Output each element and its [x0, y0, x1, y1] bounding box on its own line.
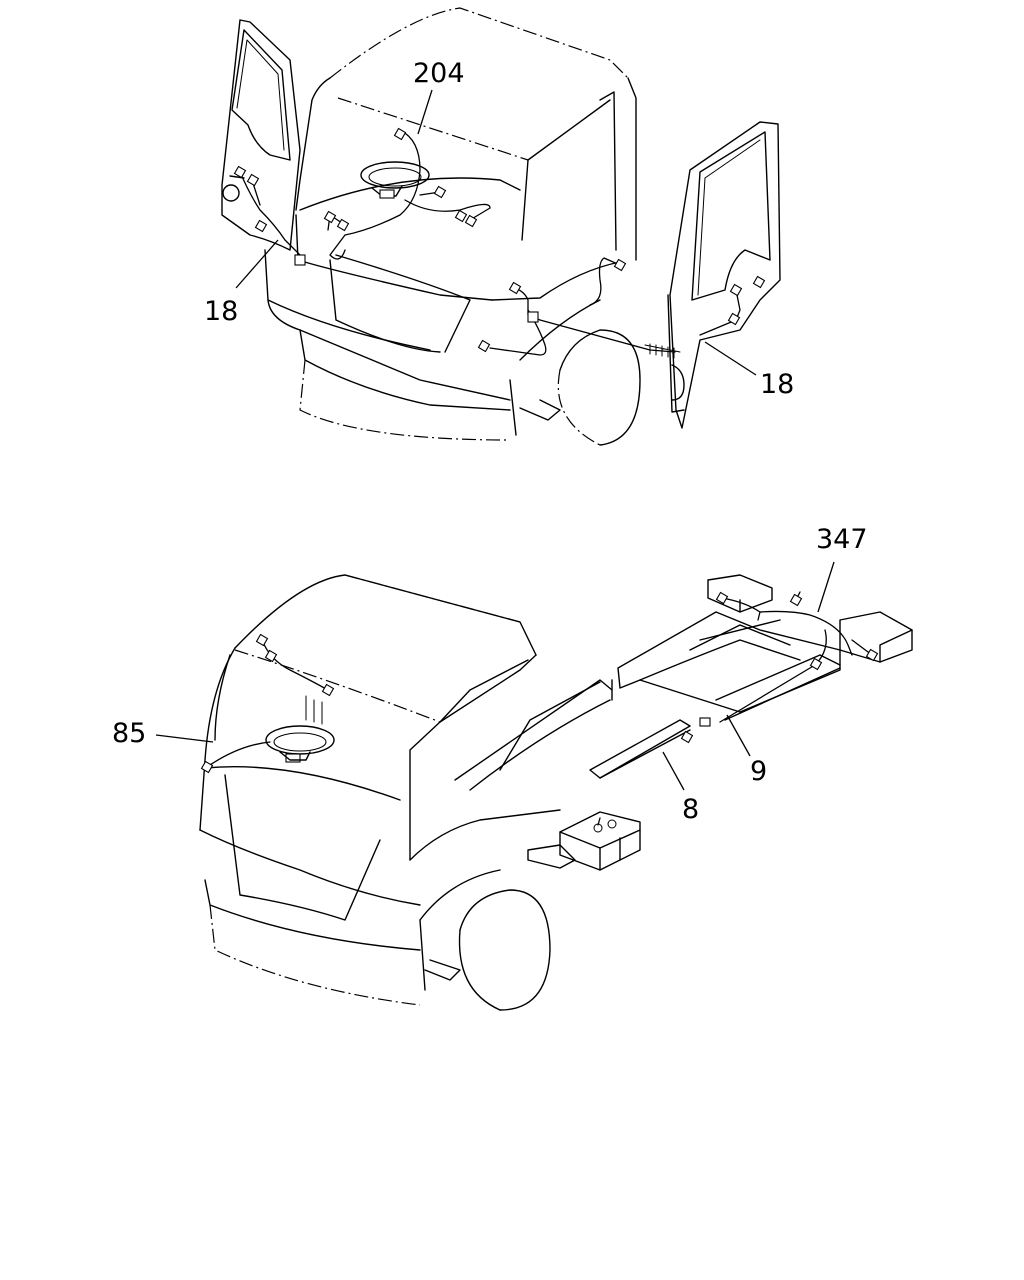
lower-rail-8	[589, 719, 691, 779]
callout-204: 204	[413, 58, 465, 135]
lower-harness-85	[200, 633, 335, 774]
callout-85: 85	[112, 718, 214, 749]
upper-right-door	[667, 121, 781, 429]
callout-9: 9	[726, 714, 767, 787]
callout-8: 8	[662, 751, 699, 825]
upper-harness-18-right	[477, 257, 766, 359]
lower-chassis-view: 347 85 9 8	[112, 524, 913, 1011]
lower-cab-body	[199, 574, 613, 1011]
lower-chassis-frame	[611, 574, 913, 721]
callout-18-right: 18	[704, 341, 794, 400]
callout-18-left: 18	[204, 239, 279, 327]
callout-label-18-right: 18	[760, 369, 794, 400]
lower-steering-wheel-icon	[265, 725, 335, 763]
callout-label-18-left: 18	[204, 296, 238, 327]
callout-label-204: 204	[413, 58, 465, 89]
upper-cab-view: 204 18 18	[204, 7, 794, 446]
lower-harness-8	[597, 730, 694, 826]
upper-harness-204	[323, 127, 491, 260]
upper-left-door	[221, 19, 301, 251]
lower-battery-box	[527, 811, 641, 871]
lower-harness-347	[715, 591, 879, 662]
callout-label-347: 347	[816, 524, 868, 555]
upper-steering-wheel-icon	[360, 161, 430, 199]
upper-harness-18-left	[233, 165, 306, 266]
callout-label-85: 85	[112, 718, 146, 749]
callout-label-9: 9	[750, 756, 767, 787]
lower-harness-9	[699, 629, 827, 727]
callout-label-8: 8	[682, 794, 699, 825]
callout-347: 347	[816, 524, 868, 613]
